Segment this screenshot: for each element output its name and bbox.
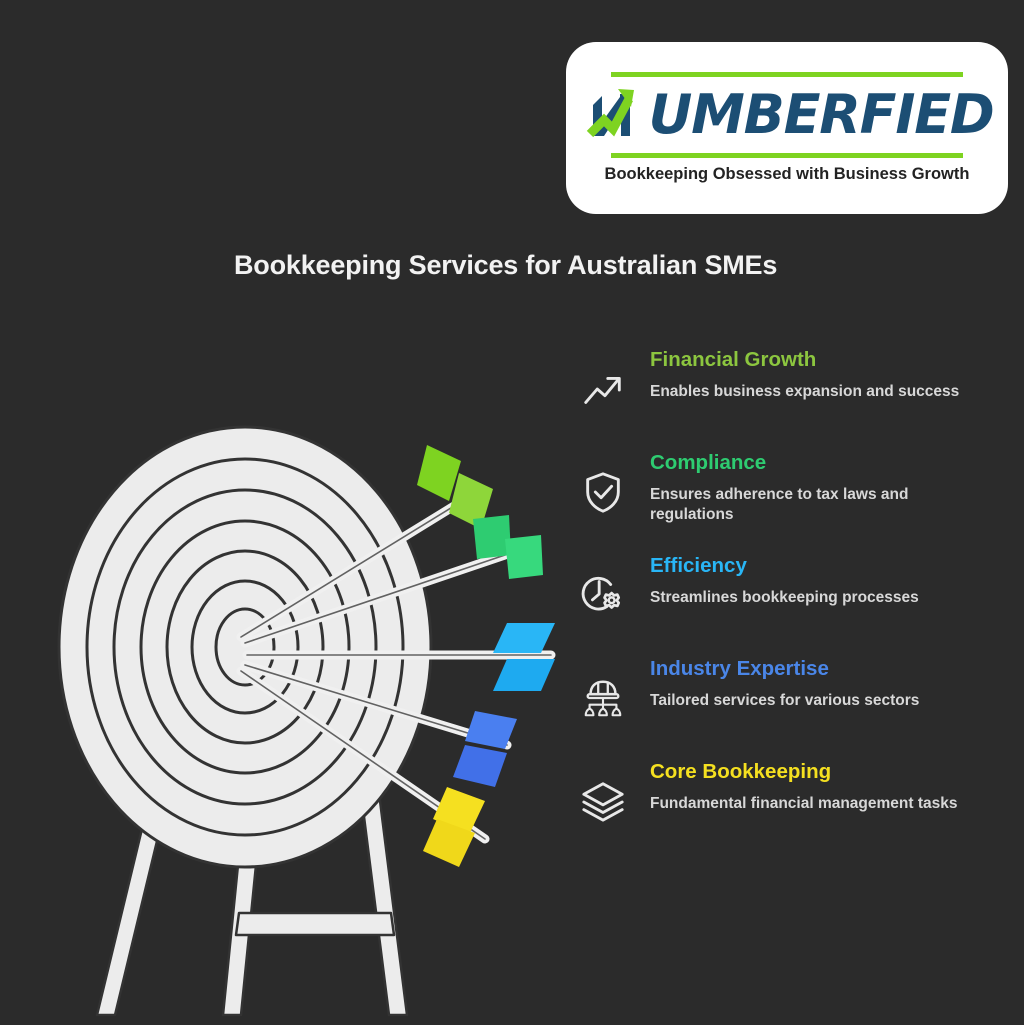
benefit-text-block: Core Bookkeeping Fundamental financial m… — [650, 756, 1012, 814]
arrow-core-bookkeeping — [236, 666, 490, 867]
benefit-description: Fundamental financial management tasks — [650, 794, 958, 812]
benefit-title: Financial Growth — [650, 348, 817, 371]
trending-up-icon — [572, 358, 634, 420]
brand-logo-card: UMBERFIED Bookkeeping Obsessed with Busi… — [566, 42, 1008, 214]
benefit-text-block: Efficiency Streamlines bookkeeping proce… — [650, 550, 1012, 608]
benefit-description: Tailored services for various sectors — [650, 691, 920, 709]
benefit-title: Compliance — [650, 451, 767, 474]
benefit-description: Enables business expansion and success — [650, 382, 960, 400]
benefit-title: Efficiency — [650, 554, 747, 577]
shield-check-icon — [572, 461, 634, 523]
benefit-description: Ensures adherence to tax laws and regula… — [650, 485, 909, 524]
benefit-item-industry-expertise[interactable]: Industry Expertise Tailored services for… — [572, 653, 1012, 735]
benefit-description: Streamlines bookkeeping processes — [650, 588, 919, 606]
logo-wordmark-text: UMBERFIED — [648, 83, 994, 146]
hardhat-org-chart-icon — [572, 667, 634, 729]
benefit-text-block: Industry Expertise Tailored services for… — [650, 653, 1012, 711]
logo-top-rule — [611, 72, 963, 77]
logo-tagline: Bookkeeping Obsessed with Business Growt… — [604, 165, 970, 183]
benefit-item-efficiency[interactable]: Efficiency Streamlines bookkeeping proce… — [572, 550, 1012, 632]
clock-gear-icon — [572, 564, 634, 626]
arrow-industry-expertise — [240, 660, 517, 787]
benefit-title: Core Bookkeeping — [650, 760, 832, 783]
benefit-text-block: Compliance Ensures adherence to tax laws… — [650, 447, 1012, 526]
archery-target-illustration — [57, 425, 556, 1017]
arrow-financial-growth — [236, 445, 493, 642]
logo-n-arrow-mark — [587, 89, 635, 138]
benefits-list: Financial Growth Enables business expans… — [572, 344, 1012, 859]
benefit-item-compliance[interactable]: Compliance Ensures adherence to tax laws… — [572, 447, 1012, 529]
layers-stack-icon — [572, 770, 634, 832]
arrow-compliance — [240, 515, 543, 648]
arrow-efficiency — [242, 623, 556, 691]
logo-bottom-rule — [611, 153, 963, 158]
benefit-item-financial-growth[interactable]: Financial Growth Enables business expans… — [572, 344, 1012, 426]
logo-wordmark-row: UMBERFIED — [587, 79, 995, 151]
benefit-item-core-bookkeeping[interactable]: Core Bookkeeping Fundamental financial m… — [572, 756, 1012, 838]
page-title: Bookkeeping Services for Australian SMEs — [234, 250, 778, 280]
benefit-title: Industry Expertise — [650, 657, 829, 680]
benefit-text-block: Financial Growth Enables business expans… — [650, 344, 1012, 402]
